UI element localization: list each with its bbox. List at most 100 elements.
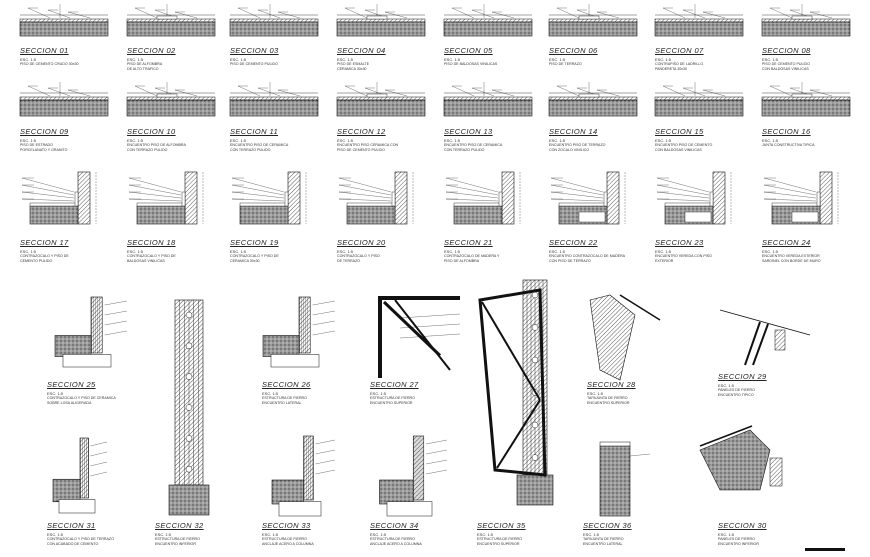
section-scale: ESC. 1:5 (262, 391, 279, 396)
section-title: SECCION 22 (549, 238, 598, 247)
wall-section-drawing (21, 171, 97, 225)
section-description: CONTRAZOCALO Y PISO DE (20, 254, 69, 258)
section-description: CONTRAPISO DE LADRILLO (655, 62, 704, 66)
section-title: SECCION 03 (230, 46, 279, 55)
section-scale: ESC. 1:5 (718, 532, 735, 537)
section-description: ESTRUCTURA DE FIERRO (477, 537, 522, 541)
section-scale: ESC. 1:5 (47, 532, 64, 537)
floor-section-drawing (229, 82, 319, 117)
section-description: CON TERRAZO PULIDO (230, 148, 271, 152)
section-description: EXTERIOR (655, 259, 674, 263)
floor-section-drawing (336, 82, 426, 117)
section-description: CONTRAZOCALO Y PISO (337, 254, 380, 258)
section-title: SECCION 20 (337, 238, 386, 247)
section-description: BALDOSAS VINILICAS (127, 259, 165, 263)
section-description: ESTRUCTURA DE FIERRO (262, 396, 307, 400)
section-description: PISO DE ESTRADO (20, 143, 53, 147)
section-scale: ESC. 1:5 (655, 57, 672, 62)
section-scale: ESC. 1:5 (549, 138, 566, 143)
tall-column-drawing (168, 299, 210, 516)
section-scale: ESC. 1:5 (444, 249, 461, 254)
section-title: SECCION 32 (155, 521, 204, 530)
wall-section-drawing (763, 171, 839, 225)
section-description: PISO DE CEMENTO PULIDO (337, 148, 385, 152)
floor-section-drawing (761, 4, 851, 37)
section-scale: ESC. 1:5 (655, 249, 672, 254)
detail-drawing (54, 296, 128, 368)
section-title: SECCION 34 (370, 521, 419, 530)
section-description: CEMENTO PULIDO (20, 259, 53, 263)
section-description: ESTRUCTURA DE FIERRO (370, 396, 415, 400)
section-description: PISO DE CEMENTO CRUDO 30x30 (20, 62, 79, 66)
section-description: TAPAJUNTA DE FIERRO (583, 537, 624, 541)
wall-section-drawing (550, 171, 626, 225)
section-description: CON TERRAZO PULIDO (127, 148, 168, 152)
section-description: ENCUENTRO PISO DE CEMENTO (655, 143, 713, 147)
section-description: CON ACABADO DE CEMENTO (47, 542, 99, 546)
section-description: ENCUENTRO TIPICO (718, 393, 754, 397)
section-description: PISO DE CEMENTO PULIDO (230, 62, 278, 66)
section-scale: ESC. 1:5 (127, 249, 144, 254)
section-title: SECCION 07 (655, 46, 704, 55)
section-description: ENCUENTRO PISO DE CERAMICA (230, 143, 289, 147)
section-title: SECCION 29 (718, 372, 767, 381)
section-scale: ESC. 1:5 (230, 57, 247, 62)
section-scale: ESC. 1:5 (337, 57, 354, 62)
section-description: PANDERETA 30x30 (655, 67, 688, 71)
section-title: SECCION 13 (444, 127, 493, 136)
section-scale: ESC. 1:5 (370, 391, 387, 396)
section-title: SECCION 25 (47, 380, 96, 389)
floor-section-drawing (654, 82, 744, 117)
section-description: ENCUENTRO PISO DE TERRAZO (549, 143, 606, 147)
section-description: PISO DE ALFOMBRA (127, 62, 163, 66)
section-scale: ESC. 1:5 (20, 138, 37, 143)
section-description: ENCUENTRO INFERIOR (718, 542, 759, 546)
section-description: PISO DE TERRAZO (549, 62, 582, 66)
section-description: PISO DE CEMENTO PULIDO (762, 62, 810, 66)
section-description: CON TERRAZO PULIDO (444, 148, 485, 152)
section-title: SECCION 01 (20, 46, 69, 55)
section-description: ENCUENTRO CONTRAZOCALO DE MADERA (549, 254, 626, 258)
truss-drawing (394, 288, 547, 477)
section-description: TAPAJUNTA DE FIERRO (587, 396, 628, 400)
section-scale: ESC. 1:5 (230, 138, 247, 143)
detail-drawing (699, 425, 783, 491)
section-scale: ESC. 1:5 (230, 249, 247, 254)
section-scale: ESC. 1:5 (549, 249, 566, 254)
section-title: SECCION 24 (762, 238, 811, 247)
section-description: CON BALDOSAS VINILICAS (762, 67, 809, 71)
section-scale: ESC. 1:5 (370, 532, 387, 537)
scale-bar (805, 548, 845, 551)
section-description: ENCUENTRO VEREDA CON PISO (655, 254, 712, 258)
section-scale: ESC. 1:5 (155, 532, 172, 537)
section-description: ANCLAJE ACERO A COLUMNA (370, 542, 422, 546)
section-title: SECCION 19 (230, 238, 279, 247)
section-description: DE ALTO TRAFICO (127, 67, 159, 71)
section-description: ANCLAJE ACERO A COLUMNA (262, 542, 314, 546)
floor-section-drawing (336, 4, 426, 37)
detail-drawing (599, 441, 651, 517)
section-scale: ESC. 1:5 (583, 532, 600, 537)
section-title: SECCION 10 (127, 127, 176, 136)
section-description: ENCUENTRO VEREDA EXTERIOR (762, 254, 820, 258)
section-description: CONTRAZOCALO Y PISO DE CERAMICA (47, 396, 116, 400)
wall-section-drawing (338, 171, 414, 225)
section-description: ENCUENTRO PISO DE ALFOMBRA (127, 143, 186, 147)
floor-section-drawing (548, 82, 638, 117)
section-title: SECCION 23 (655, 238, 704, 247)
section-description: ENCUENTRO SUPERIOR (477, 542, 520, 546)
section-title: SECCION 30 (718, 521, 767, 530)
section-scale: ESC. 1:5 (337, 249, 354, 254)
section-description: PANELES DE FIERRO (718, 537, 755, 541)
steel-details (52, 279, 811, 517)
section-title: SECCION 33 (262, 521, 311, 530)
section-title: SECCION 06 (549, 46, 598, 55)
section-description: ENCUENTRO LATERAL (262, 401, 302, 405)
detail-drawing (271, 435, 336, 517)
section-title: SECCION 31 (47, 521, 96, 530)
section-scale: ESC. 1:5 (718, 383, 735, 388)
section-scale: ESC. 1:5 (549, 57, 566, 62)
section-description: ENCUENTRO LATERAL (583, 542, 623, 546)
